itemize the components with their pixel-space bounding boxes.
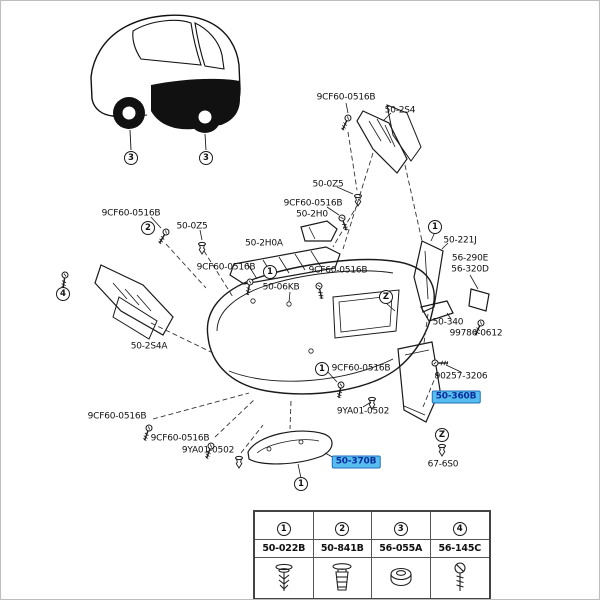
part-label[interactable]: 9YA01-0502 — [336, 406, 390, 417]
callout-marker-1: 1 — [315, 362, 329, 376]
callout-marker-3: 3 — [124, 151, 138, 165]
part-label[interactable]: 99786-0612 — [449, 328, 503, 339]
part-label[interactable]: 9CF60-0516B — [331, 363, 391, 374]
bracket-50-2S4-shape — [356, 104, 422, 174]
part-label[interactable]: 9CF60-0516B — [101, 208, 161, 219]
legend-callout: 1 — [276, 522, 291, 536]
part-label[interactable]: 9CF60-0516B — [283, 198, 343, 209]
legend-number-cell: 3 — [372, 512, 430, 540]
assembly-dashed-lines — [150, 131, 438, 454]
legend-callout: 3 — [393, 522, 408, 536]
legend-column: 3 56-055A — [372, 512, 431, 598]
legend-number-cell: 4 — [430, 512, 489, 540]
legend-callout: 2 — [335, 522, 350, 536]
expansion-clip-icon — [314, 558, 372, 598]
bracket-50-2S4A-shape — [94, 264, 174, 340]
callout-marker-2: 2 — [141, 221, 155, 235]
legend-callout: 4 — [452, 522, 467, 536]
grommet-nut-icon — [372, 558, 430, 598]
callout-marker-1: 1 — [428, 220, 442, 234]
callout-marker-1: 1 — [294, 477, 308, 491]
screw-clip-icon — [431, 558, 490, 598]
part-label[interactable]: 9CF60-0516B — [316, 92, 376, 103]
legend-column: 1 50-022B — [255, 512, 314, 598]
retainer-50-221J-shape — [413, 240, 444, 313]
part-label[interactable]: 9CF60-0516B — [87, 411, 147, 422]
part-label[interactable]: 50-0Z5 — [176, 221, 208, 232]
part-label[interactable]: 9CF60-0516B — [308, 265, 368, 276]
part-label[interactable]: 50-221J — [443, 235, 477, 246]
legend-part-number: 56-145C — [430, 540, 489, 558]
part-label[interactable]: 9YA01-0502 — [181, 445, 235, 456]
legend-column: 2 50-841B — [313, 512, 372, 598]
part-label[interactable]: 56-320D — [451, 264, 489, 275]
callout-marker-Z: Z — [379, 290, 393, 304]
legend-part-number: 50-022B — [255, 540, 313, 558]
legend-part-number: 50-841B — [313, 540, 371, 558]
part-label-highlighted[interactable]: 50-360B — [431, 390, 481, 404]
lower-garnish-50-370B-shape — [247, 430, 333, 465]
part-label[interactable]: 50-340 — [432, 317, 464, 328]
callout-marker-Z: Z — [435, 428, 449, 442]
part-label[interactable]: 50-06KB — [262, 282, 300, 293]
part-label[interactable]: 67-6S0 — [427, 459, 459, 470]
part-label[interactable]: 50-2H0 — [296, 209, 328, 220]
callout-marker-4: 4 — [56, 287, 70, 301]
legend-column: 4 56-145C — [430, 512, 490, 598]
push-rivet-icon — [255, 558, 313, 598]
part-label[interactable]: 56-290E — [451, 253, 489, 264]
bracket-56-290E-shape — [468, 288, 490, 312]
bracket-50-2H0-shape — [300, 220, 338, 242]
part-label[interactable]: 50-2H0A — [245, 238, 283, 249]
part-label[interactable]: 50-2S4 — [384, 105, 416, 116]
part-label[interactable]: 9CF60-0516B — [196, 262, 256, 273]
bumper-cover-shape — [206, 258, 435, 395]
side-guard-50-360B-shape — [397, 341, 441, 423]
callout-marker-1: 1 — [263, 265, 277, 279]
part-label[interactable]: 9CF60-0516B — [150, 433, 210, 444]
legend-part-number: 56-055A — [372, 540, 430, 558]
legend-number-cell: 2 — [313, 512, 371, 540]
part-label-highlighted[interactable]: 50-370B — [331, 455, 381, 469]
car-illustration — [90, 14, 241, 151]
callout-marker-3: 3 — [199, 151, 213, 165]
part-label[interactable]: 50-0Z5 — [312, 179, 344, 190]
bracket-50-340-shape — [420, 300, 454, 322]
part-label[interactable]: 50-2S4A — [130, 341, 168, 352]
fastener-legend: 1 50-022B 2 50-841B — [253, 510, 491, 599]
part-label[interactable]: 90257-3206 — [434, 371, 488, 382]
leader-lines — [62, 102, 479, 479]
legend-number-cell: 1 — [255, 512, 313, 540]
